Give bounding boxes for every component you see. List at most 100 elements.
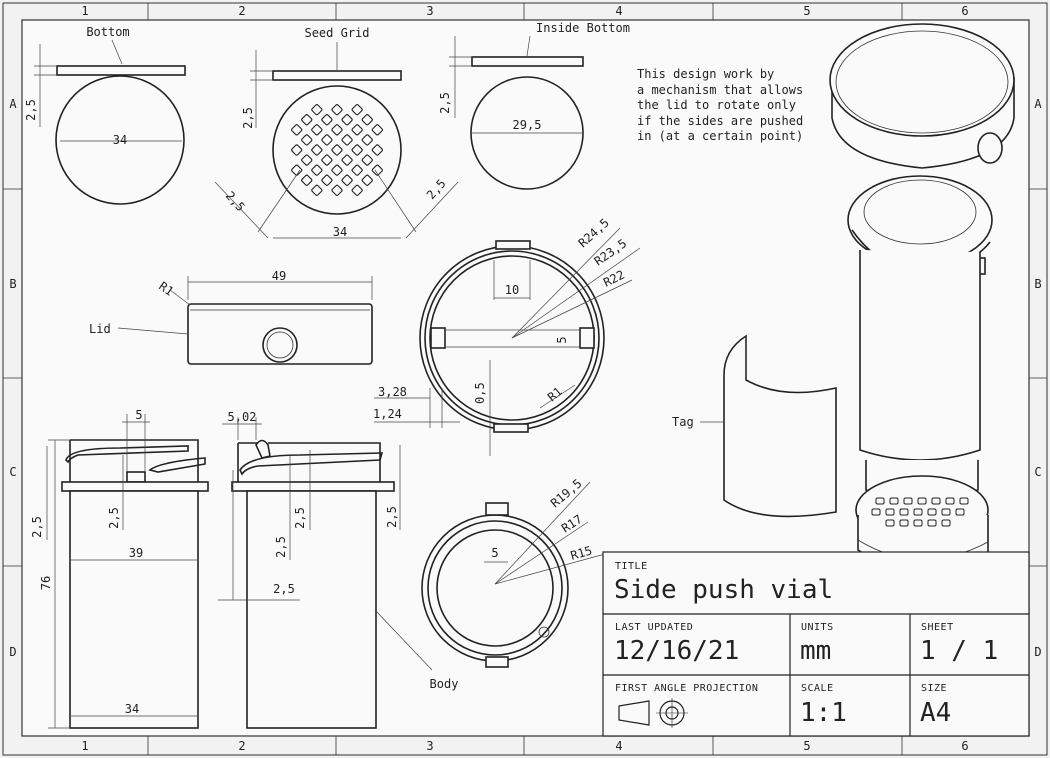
grid-col-2-bottom: 2 — [238, 739, 245, 753]
left-view-dim-25a: 2,5 — [107, 507, 121, 529]
assembly-iso-view — [829, 23, 1015, 572]
body-label: Body — [430, 677, 459, 691]
iso-seed-hole — [917, 497, 927, 505]
seed-hole — [301, 174, 313, 186]
grid-row-b-left: B — [9, 277, 16, 291]
size-label: SIZE — [921, 683, 947, 694]
grid-col-6-bottom: 6 — [961, 739, 968, 753]
units-value: mm — [800, 636, 831, 666]
iso-seed-hole — [899, 508, 909, 516]
top-ring-dim-a: 3,28 — [378, 385, 407, 399]
seed-hole — [351, 124, 363, 136]
lid-label: Lid — [89, 322, 111, 336]
sheet-value: 1 / 1 — [920, 636, 998, 666]
body-ring-dim-r3: R15 — [569, 543, 594, 562]
lid-dim-radius: R1 — [156, 279, 176, 299]
seed-hole — [351, 164, 363, 176]
grid-col-4-bottom: 4 — [615, 739, 622, 753]
inside-bottom-dim-dia: 29,5 — [513, 118, 542, 132]
left-view-dim-34: 34 — [125, 702, 139, 716]
body-ring-dim-w: 5 — [491, 546, 498, 560]
grid-col-3-top: 3 — [426, 4, 433, 18]
inside-bottom-label: Inside Bottom — [536, 21, 630, 35]
grid-row-b-right: B — [1034, 277, 1041, 291]
grid-col-5-top: 5 — [803, 4, 810, 18]
bottom-dim-dia: 34 — [113, 133, 127, 147]
seed-hole — [301, 114, 313, 126]
grid-row-a-right: A — [1034, 97, 1042, 111]
seed-hole — [321, 114, 333, 126]
seed-grid-label: Seed Grid — [304, 26, 369, 40]
top-ring-dim-c: 0,5 — [473, 382, 487, 404]
grid-col-6-top: 6 — [961, 4, 968, 18]
drawing-title: Side push vial — [614, 575, 833, 605]
seed-hole — [361, 134, 373, 146]
scale-value: 1:1 — [800, 698, 847, 728]
seed-grid-dim-thk: 2,5 — [241, 107, 255, 129]
seed-hole — [301, 134, 313, 146]
right-view-dim-502: 5,02 — [228, 410, 257, 424]
seed-hole — [331, 124, 343, 136]
note-line-5: in (at a certain point) — [637, 129, 803, 143]
iso-seed-hole — [903, 497, 913, 505]
seed-hole — [331, 104, 343, 116]
seed-hole — [351, 144, 363, 156]
seed-hole — [341, 154, 353, 166]
units-label: UNITS — [801, 622, 834, 633]
inside-bottom-dim-thk: 2,5 — [438, 92, 452, 114]
grid-row-c-left: C — [9, 465, 16, 479]
iso-seed-hole — [889, 497, 899, 505]
iso-seed-hole — [959, 497, 969, 505]
iso-seed-hole — [899, 519, 909, 527]
grid-col-1-top: 1 — [81, 4, 88, 18]
seed-hole — [341, 114, 353, 126]
top-ring-dim-w: 10 — [505, 283, 519, 297]
projection-symbol-icon — [618, 698, 688, 728]
iso-seed-hole — [941, 508, 951, 516]
note-line-1: This design work by — [637, 67, 774, 81]
left-view-dim-25b: 2,5 — [30, 516, 44, 538]
iso-seed-hole — [871, 508, 881, 516]
seed-hole — [361, 154, 373, 166]
seed-hole — [291, 164, 303, 176]
seed-hole — [341, 174, 353, 186]
iso-seed-hole — [927, 519, 937, 527]
seed-hole — [311, 124, 323, 136]
seed-hole — [321, 154, 333, 166]
iso-seed-hole — [955, 508, 965, 516]
iso-seed-hole — [913, 519, 923, 527]
grid-row-d-left: D — [9, 645, 16, 659]
iso-seed-hole — [875, 497, 885, 505]
iso-seed-hole — [885, 508, 895, 516]
grid-row-c-right: C — [1034, 465, 1041, 479]
scale-label: SCALE — [801, 683, 834, 694]
inside-bottom-view: Inside Bottom 29,5 2,5 — [438, 21, 630, 190]
bottom-dim-thk: 2,5 — [24, 99, 38, 121]
grid-row-d-right: D — [1034, 645, 1041, 659]
seed-hole — [311, 144, 323, 156]
iso-seed-hole — [945, 497, 955, 505]
grid-ticks — [3, 3, 1047, 755]
updated-label: LAST UPDATED — [615, 622, 693, 633]
lid-dim-width: 49 — [272, 269, 286, 283]
seed-hole — [311, 104, 323, 116]
tag-view: Tag — [672, 334, 837, 518]
seed-hole — [351, 184, 363, 196]
right-view-dim-25d: 2,5 — [273, 582, 295, 596]
grid-col-2-top: 2 — [238, 4, 245, 18]
bottom-label: Bottom — [86, 25, 129, 39]
seed-grid-dim-dia: 34 — [333, 225, 347, 239]
note-line-2: a mechanism that allows — [637, 83, 803, 97]
projection-label: FIRST ANGLE PROJECTION — [615, 683, 758, 694]
seed-hole — [371, 144, 383, 156]
grid-col-5-bottom: 5 — [803, 739, 810, 753]
iso-seed-hole — [931, 497, 941, 505]
seed-hole — [291, 144, 303, 156]
iso-seed-hole — [927, 508, 937, 516]
iso-seed-hole — [885, 519, 895, 527]
grid-col-4-top: 4 — [615, 4, 622, 18]
seed-hole — [361, 114, 373, 126]
grid-col-1-bottom: 1 — [81, 739, 88, 753]
